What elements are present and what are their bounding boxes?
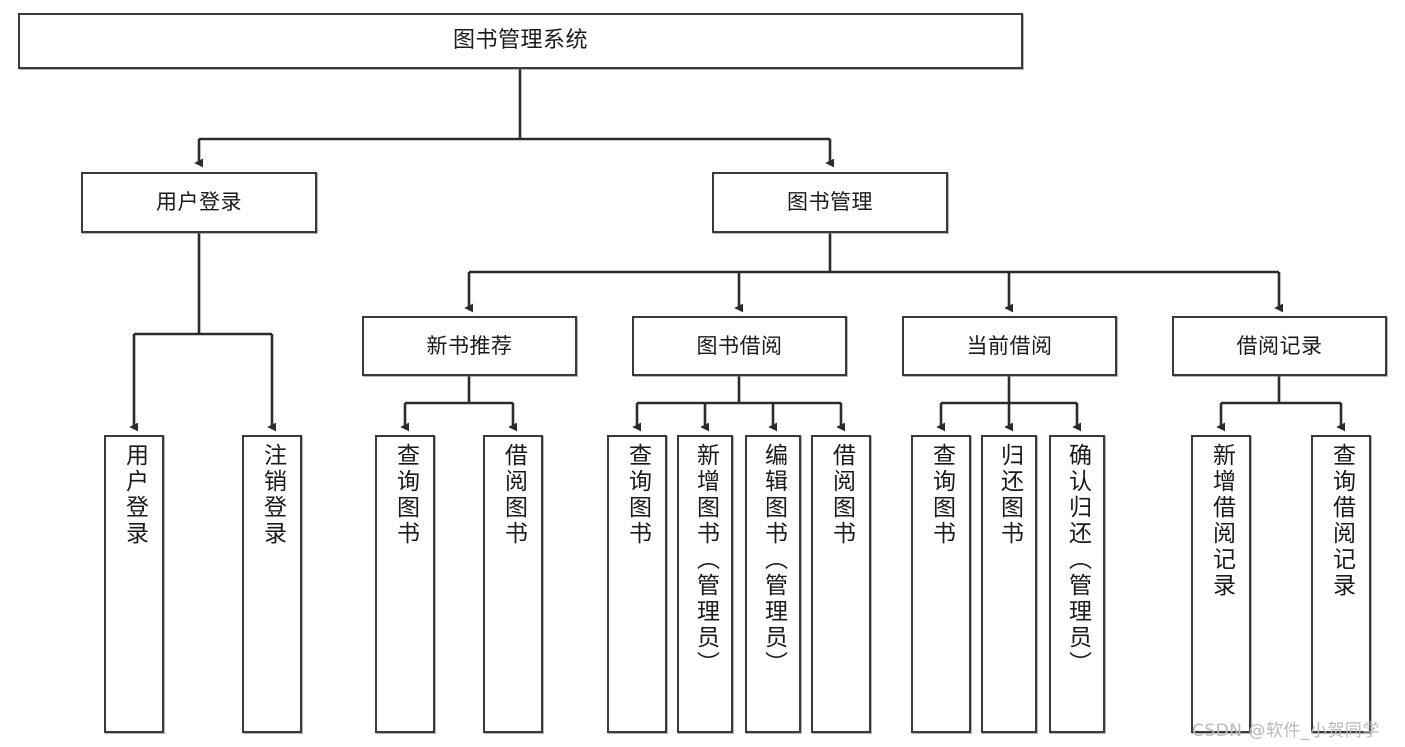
node-label: 注销登录 xyxy=(259,443,286,547)
node-user-login[interactable]: 用户登录 xyxy=(81,172,317,233)
node-borrow-records[interactable]: 借阅记录 xyxy=(1172,316,1387,376)
node-label: 查询图书 xyxy=(624,443,651,547)
leaf-borrow-records-add-record[interactable]: 新增借阅记录 xyxy=(1191,435,1251,733)
leaf-current-borrow-confirm-return-admin[interactable]: 确认归还（管理员） xyxy=(1049,435,1105,733)
node-book-borrow[interactable]: 图书借阅 xyxy=(632,316,847,376)
leaf-new-book-borrow-book[interactable]: 借阅图书 xyxy=(483,435,543,733)
node-label: 图书借阅 xyxy=(696,333,783,358)
node-label: 当前借阅 xyxy=(966,333,1053,358)
node-label: 查询图书 xyxy=(392,443,419,547)
leaf-current-borrow-query-book[interactable]: 查询图书 xyxy=(911,435,971,733)
node-label: 图书管理 xyxy=(787,190,873,215)
leaf-book-borrow-edit-book-admin[interactable]: 编辑图书（管理员） xyxy=(745,435,801,733)
node-label: 用户登录 xyxy=(121,443,148,547)
leaf-book-borrow-query-book[interactable]: 查询图书 xyxy=(607,435,667,733)
leaf-user-login-logout[interactable]: 注销登录 xyxy=(242,435,302,733)
node-book-management[interactable]: 图书管理 xyxy=(712,172,948,233)
node-label: 图书管理系统 xyxy=(452,28,588,54)
node-label: 借阅图书 xyxy=(828,443,855,547)
node-label: 新书推荐 xyxy=(426,333,513,358)
leaf-book-borrow-add-book-admin[interactable]: 新增图书（管理员） xyxy=(677,435,733,733)
node-root-book-management-system[interactable]: 图书管理系统 xyxy=(18,13,1023,69)
node-label: 编辑图书（管理员） xyxy=(760,443,787,677)
leaf-new-book-query-book[interactable]: 查询图书 xyxy=(375,435,435,733)
leaf-current-borrow-return-book[interactable]: 归还图书 xyxy=(981,435,1037,733)
leaf-book-borrow-borrow-book[interactable]: 借阅图书 xyxy=(811,435,871,733)
node-label: 查询图书 xyxy=(928,443,955,547)
node-label: 归还图书 xyxy=(996,443,1023,547)
leaf-borrow-records-query-record[interactable]: 查询借阅记录 xyxy=(1311,435,1371,733)
node-new-book-recommendation[interactable]: 新书推荐 xyxy=(362,316,577,376)
node-label: 新增图书（管理员） xyxy=(692,443,719,677)
node-label: 新增借阅记录 xyxy=(1208,443,1235,599)
node-label: 确认归还（管理员） xyxy=(1064,443,1091,677)
node-label: 用户登录 xyxy=(156,190,242,215)
node-label: 查询借阅记录 xyxy=(1328,443,1355,599)
leaf-user-login-login[interactable]: 用户登录 xyxy=(104,435,164,733)
node-label: 借阅图书 xyxy=(500,443,527,547)
node-label: 借阅记录 xyxy=(1236,333,1323,358)
csdn-watermark: CSDN @软件_小贺同学 xyxy=(1192,721,1380,741)
node-current-borrow[interactable]: 当前借阅 xyxy=(902,316,1117,376)
